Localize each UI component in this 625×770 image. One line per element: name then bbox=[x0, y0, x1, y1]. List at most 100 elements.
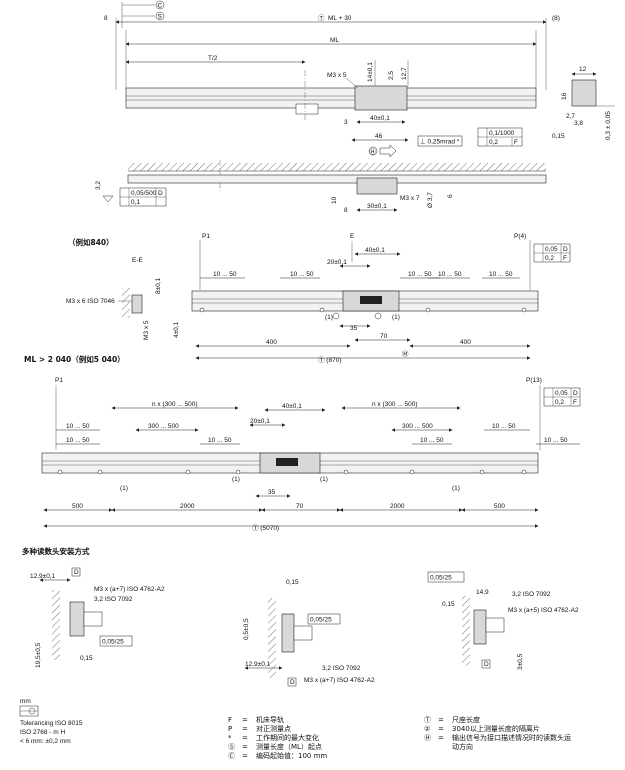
a-32: 3,2 ISO 7092 bbox=[94, 596, 133, 603]
a-129: 12,9±0,1 bbox=[30, 573, 56, 580]
mount-hole-5040 bbox=[185, 469, 191, 475]
variant-a-bracket bbox=[83, 611, 103, 627]
r1050-5040-e: 10 ... 50 bbox=[420, 437, 444, 444]
legend-value: 测量长度（ML）起点 bbox=[256, 743, 322, 751]
dim-8-mid: 8 bbox=[344, 207, 348, 214]
r1050-5040-d: 10 ... 50 bbox=[208, 437, 232, 444]
tol-01-1000: 0,1/1000 bbox=[489, 130, 515, 137]
p1-5040: P1 bbox=[55, 377, 63, 384]
reading-window-5040 bbox=[276, 458, 298, 466]
side-27: 2,7 bbox=[566, 113, 575, 120]
reading-head-top bbox=[354, 85, 408, 111]
h-marker bbox=[368, 146, 378, 156]
m3x5-840: M3 x 5 bbox=[143, 320, 150, 340]
b-m3: M3 x (a+7) ISO 4762-A2 bbox=[304, 677, 375, 684]
legend-row: Ⓣ=尺座长度 bbox=[424, 716, 571, 725]
c-tol: 0,05/25 bbox=[430, 575, 452, 582]
legend-row: Ⓢ=测量长度（ML）起点 bbox=[228, 743, 327, 752]
mount-hole-5040 bbox=[57, 469, 63, 475]
d70-840: 70 bbox=[380, 333, 388, 340]
legend-key: ② bbox=[424, 725, 431, 733]
h-direction-arrow bbox=[379, 144, 397, 158]
tol-f-5040: F bbox=[573, 399, 577, 406]
tol-d-mid: D bbox=[158, 190, 163, 197]
b-d: D bbox=[290, 679, 295, 686]
dim-14: 14±0,1 bbox=[367, 62, 374, 82]
tolerancing-line2: ISO 2768 - m H bbox=[20, 729, 65, 736]
dim-m3x7: M3 x 7 bbox=[400, 195, 420, 202]
d2000-5040-b: 2000 bbox=[390, 503, 405, 510]
variant-a-hatch bbox=[52, 590, 60, 660]
variant-c-hatch bbox=[462, 596, 470, 666]
legend-row: *=工作期间的最大变化 bbox=[228, 734, 327, 743]
footer-tolerance: mm Tolerancing ISO 8015 ISO 2768 - m H <… bbox=[19, 698, 83, 745]
tol-02-5040: 0,2 bbox=[555, 399, 564, 406]
mount-hole-840 bbox=[199, 307, 205, 313]
d35-5040: 35 bbox=[268, 489, 276, 496]
b-05: 0,5±0,5 bbox=[243, 618, 250, 640]
dim-ml30: ML + 30 bbox=[328, 15, 352, 22]
legend-eq: = bbox=[438, 725, 444, 733]
t5070: Ⓣ (5070) bbox=[252, 524, 279, 532]
legend-value: 尺座长度 bbox=[452, 716, 480, 724]
legend-value: 编码起始值：100 mm bbox=[256, 752, 328, 760]
c-tol-box bbox=[427, 571, 465, 583]
dim-30: 30±0,1 bbox=[367, 203, 387, 210]
r300-5040-b: 300 ... 500 bbox=[402, 423, 433, 430]
unit-mm: mm bbox=[20, 698, 31, 705]
r1050-5040-a: 10 ... 50 bbox=[66, 423, 90, 430]
mrad-box bbox=[417, 135, 463, 147]
d40-5040: 40±0,1 bbox=[282, 403, 302, 410]
mount-hole-5040 bbox=[343, 469, 349, 475]
b-tol-box bbox=[307, 613, 341, 625]
legend-row: ②=3040以上测量长度的隔离片 bbox=[424, 725, 571, 734]
variant-b-hatch bbox=[268, 598, 276, 678]
dim-m3x5-top: M3 x 5 bbox=[327, 72, 347, 79]
dim-46: 46 bbox=[375, 133, 383, 140]
legend-value: 机床导轨 bbox=[256, 716, 284, 724]
legend-row: Ⓗ=输出信号为接口描述情况时的读数头运 bbox=[424, 734, 571, 743]
screw-840 bbox=[374, 312, 382, 320]
a-d-box bbox=[71, 567, 81, 577]
mount-hole-5040 bbox=[479, 469, 485, 475]
legend-key: F bbox=[228, 716, 233, 724]
reading-head-mid bbox=[356, 177, 398, 195]
c-015: 0,15 bbox=[442, 601, 455, 608]
mount-hole-5040 bbox=[97, 469, 103, 475]
s-marker bbox=[155, 11, 165, 21]
p4-840: P(4) bbox=[514, 233, 526, 240]
side-03: 0,3 ± 0,05 bbox=[605, 111, 612, 140]
p1paren-840-a: (1) bbox=[325, 314, 333, 321]
mount-hole-840 bbox=[319, 307, 325, 313]
dim-32: 3,2 bbox=[95, 181, 102, 190]
a-tol: 0,05/25 bbox=[102, 639, 124, 646]
tol-01-mid: 0,1 bbox=[131, 199, 140, 206]
dim-127: 12,7 bbox=[401, 67, 408, 80]
e-mark: E bbox=[350, 233, 355, 240]
scale-rail-mid bbox=[127, 174, 547, 184]
a-m3: M3 x (a+7) ISO 4762-A2 bbox=[94, 586, 165, 593]
top-view: C S 8 Ⓣ ML + 30 (8) ML T/2 M3 x 5 14±0,1… bbox=[104, 0, 615, 158]
c-marker bbox=[155, 0, 165, 10]
legend-value: 对正测量点 bbox=[256, 725, 291, 733]
legend-row: Ⓒ=编码起始值：100 mm bbox=[228, 752, 327, 761]
legend-key: Ⓗ bbox=[424, 734, 431, 742]
h-mark-label: Ⓗ bbox=[370, 148, 377, 156]
d500-5040-a: 500 bbox=[72, 503, 83, 510]
legend-row: P=对正测量点 bbox=[228, 725, 327, 734]
n300-5040-a: n x (300 ... 500) bbox=[152, 401, 198, 408]
side-section bbox=[571, 79, 597, 107]
d40-840: 40±0,1 bbox=[365, 247, 385, 254]
b-tol: 0,05/25 bbox=[310, 617, 332, 624]
example840-title: （例如840） bbox=[68, 237, 114, 247]
screw-840 bbox=[332, 312, 340, 320]
t870: Ⓣ (870) bbox=[318, 356, 341, 364]
legend-eq: = bbox=[242, 725, 248, 733]
tol-005-500: 0,05/500 bbox=[131, 190, 157, 197]
mount-hole-840 bbox=[521, 307, 527, 313]
dim-10-mid: 10 bbox=[331, 196, 338, 204]
mounting-variants: 多种读数头安装方式 12,9±0,1 D M3 x (a+7) ISO 4762… bbox=[22, 546, 579, 687]
legend-eq: = bbox=[438, 734, 444, 742]
mounting-title: 多种读数头安装方式 bbox=[22, 546, 90, 556]
